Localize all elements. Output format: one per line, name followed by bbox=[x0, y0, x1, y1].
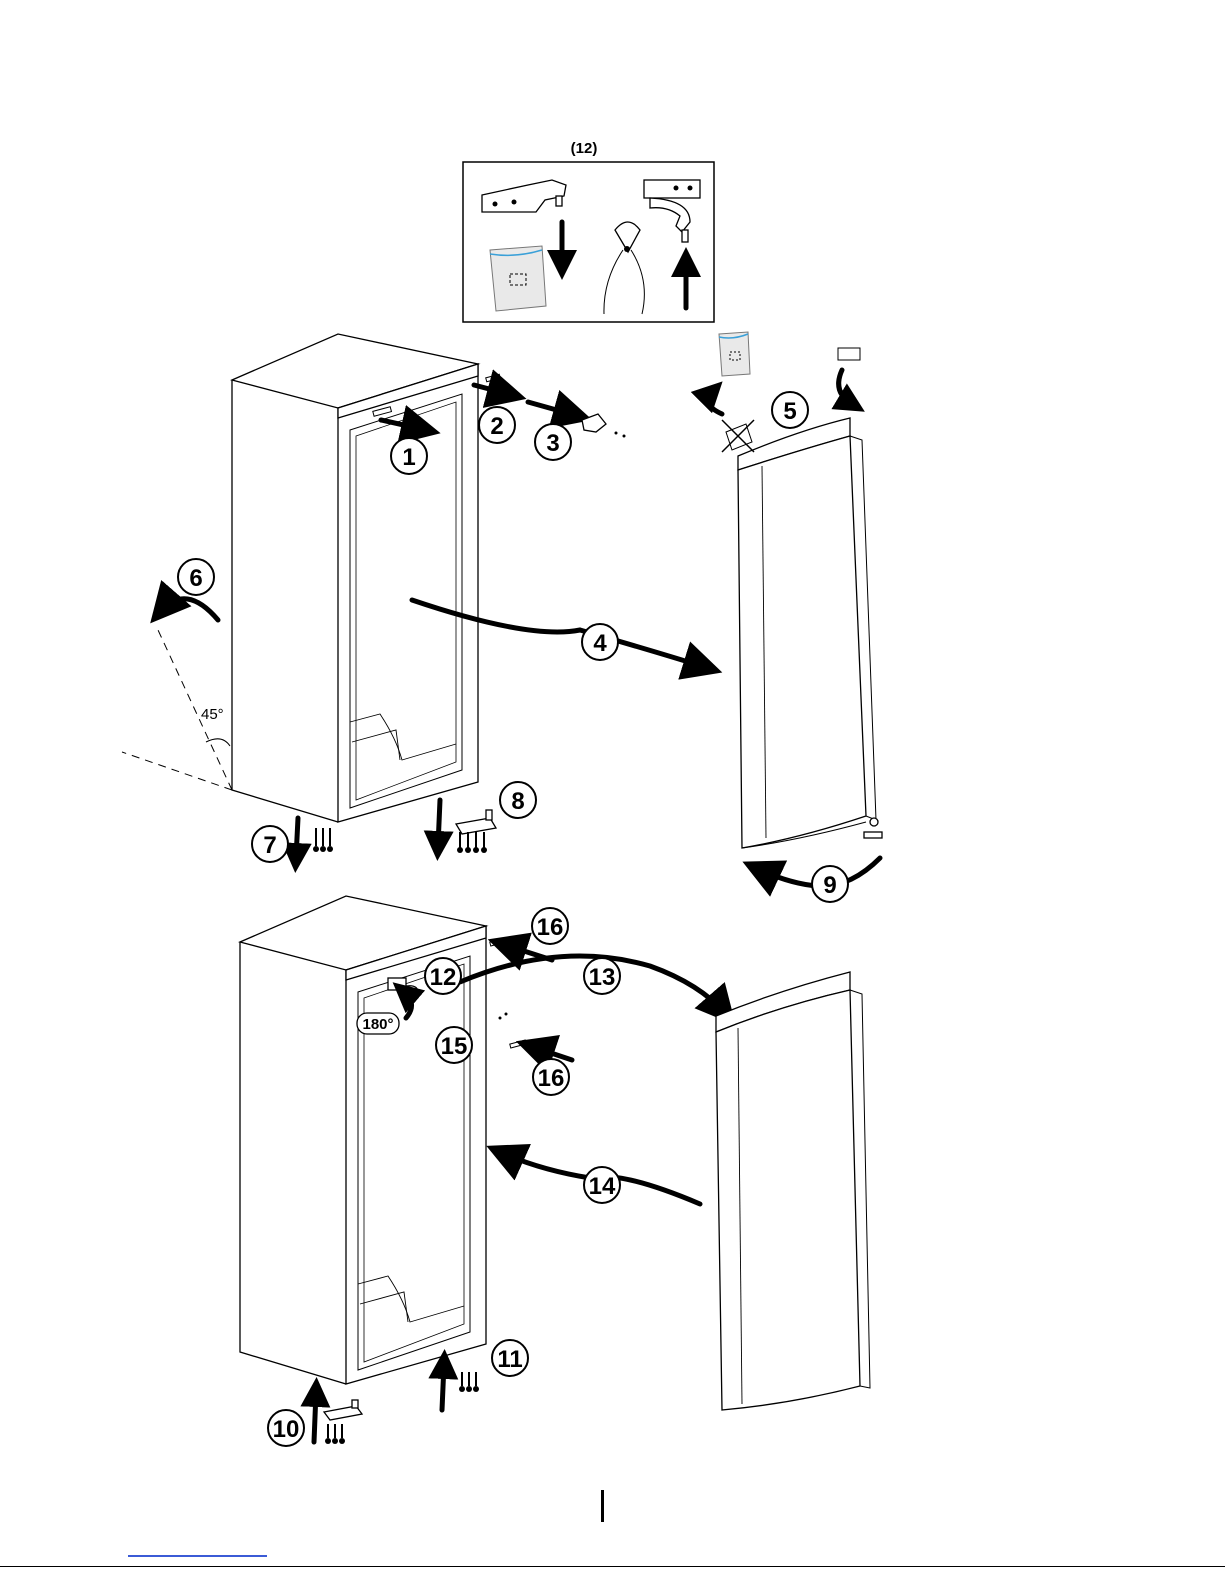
rotate-angle-label: 180° bbox=[362, 1016, 393, 1033]
svg-text:11: 11 bbox=[497, 1346, 522, 1373]
svg-text:1: 1 bbox=[402, 444, 415, 471]
tilt-guide-line bbox=[122, 752, 232, 790]
refrigerator-door-bottom bbox=[716, 972, 870, 1410]
step-marker-10: 10 bbox=[268, 1410, 304, 1446]
hinge-bracket-icon bbox=[456, 810, 496, 834]
screw-icon bbox=[313, 828, 333, 852]
step-marker-16-lower: 16 bbox=[533, 1059, 569, 1095]
arrow-icon bbox=[438, 800, 440, 846]
svg-text:7: 7 bbox=[263, 832, 276, 859]
svg-text:10: 10 bbox=[273, 1416, 300, 1443]
step-marker-9: 9 bbox=[812, 866, 848, 902]
refrigerator-door-top bbox=[738, 418, 876, 848]
arrow-icon bbox=[442, 1364, 444, 1410]
step-marker-16-upper: 16 bbox=[532, 908, 568, 944]
step-marker-7: 7 bbox=[252, 826, 288, 862]
step-marker-11: 11 bbox=[492, 1340, 528, 1376]
arrow-icon bbox=[839, 370, 852, 404]
screw-icon bbox=[459, 1372, 479, 1392]
page-marker bbox=[601, 1490, 604, 1522]
step-marker-14: 14 bbox=[584, 1167, 620, 1203]
hinge-bracket-icon bbox=[582, 414, 626, 438]
step-marker-5: 5 bbox=[772, 392, 808, 428]
svg-text:16: 16 bbox=[538, 1065, 565, 1092]
svg-text:5: 5 bbox=[783, 398, 796, 425]
svg-text:2: 2 bbox=[490, 413, 503, 440]
svg-text:9: 9 bbox=[823, 872, 836, 899]
step-marker-4: 4 bbox=[582, 624, 618, 660]
inset-label: (12) bbox=[571, 140, 598, 157]
svg-text:15: 15 bbox=[441, 1033, 468, 1060]
step-marker-6: 6 bbox=[178, 559, 214, 595]
screw-icon bbox=[457, 832, 487, 853]
step-marker-2: 2 bbox=[479, 407, 515, 443]
step-marker-3: 3 bbox=[535, 424, 571, 460]
footer-rule bbox=[0, 1566, 1225, 1567]
footer-link-underline[interactable] bbox=[128, 1555, 267, 1557]
svg-text:14: 14 bbox=[589, 1173, 616, 1200]
cap-icon bbox=[722, 420, 754, 452]
step-marker-15: 15 bbox=[436, 1027, 472, 1063]
arrow-icon bbox=[708, 392, 722, 414]
svg-text:4: 4 bbox=[593, 630, 607, 657]
bag-icon bbox=[719, 332, 750, 376]
arrow-icon bbox=[530, 1046, 572, 1060]
arrow-icon bbox=[314, 1392, 316, 1442]
svg-text:6: 6 bbox=[189, 565, 202, 592]
bag-icon bbox=[490, 246, 546, 311]
tilt-angle-arc bbox=[206, 739, 230, 746]
svg-text:12: 12 bbox=[430, 964, 457, 991]
step-marker-8: 8 bbox=[500, 782, 536, 818]
arrow-icon bbox=[296, 818, 298, 858]
svg-text:16: 16 bbox=[537, 914, 564, 941]
arrow-icon bbox=[160, 599, 218, 620]
svg-text:8: 8 bbox=[511, 788, 524, 815]
hinge-bracket-icon bbox=[324, 1400, 362, 1420]
refrigerator-cabinet-top bbox=[232, 334, 500, 822]
step-marker-1: 1 bbox=[391, 438, 427, 474]
svg-text:13: 13 bbox=[589, 964, 616, 991]
step-marker-12: 12 bbox=[425, 958, 461, 994]
cap-icon bbox=[838, 348, 860, 360]
hinge-bracket-icon bbox=[864, 818, 882, 838]
arrow-icon bbox=[474, 385, 512, 395]
arrow-icon bbox=[528, 402, 578, 416]
step-marker-13: 13 bbox=[584, 958, 620, 994]
tilt-angle-label: 45° bbox=[201, 706, 224, 723]
screw-icon bbox=[325, 1424, 345, 1444]
svg-text:3: 3 bbox=[546, 430, 559, 457]
